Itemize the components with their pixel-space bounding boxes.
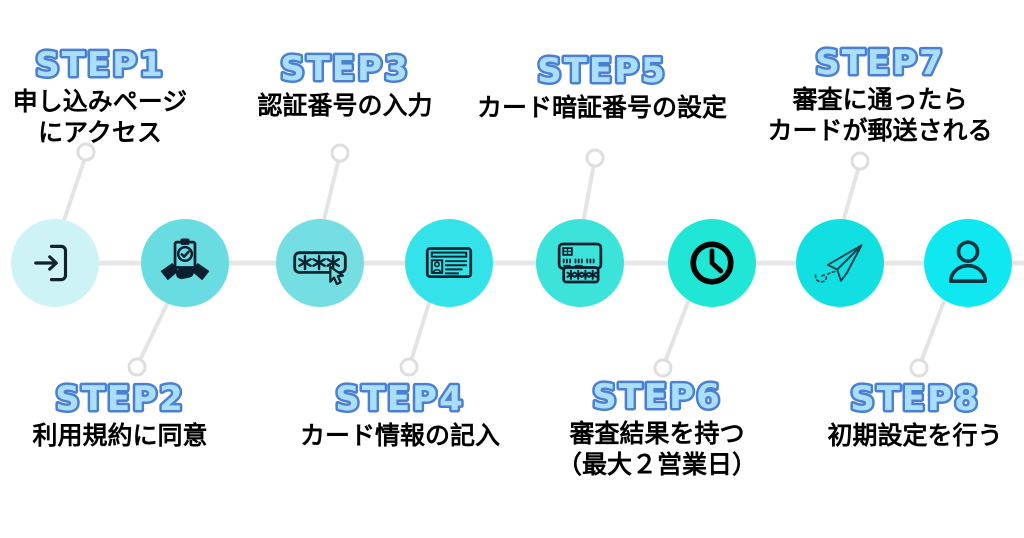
step-4-label: STEP4 bbox=[333, 377, 465, 421]
svg-text:STEP6: STEP6 bbox=[592, 377, 721, 417]
step-1-text-line2: にアクセス bbox=[38, 118, 162, 147]
paper-plane-icon bbox=[814, 244, 863, 283]
step-7-caption-block: STEP7 審査に通ったら カードが郵送される bbox=[750, 38, 1010, 146]
svg-text:STEP8: STEP8 bbox=[850, 379, 979, 419]
login-arrow-icon bbox=[34, 244, 68, 282]
step-1-caption-block: STEP1 申し込みページ にアクセス bbox=[0, 40, 230, 148]
handshake-agreement-icon bbox=[160, 238, 210, 281]
connector-node bbox=[76, 142, 96, 162]
svg-text:STEP7: STEP7 bbox=[815, 43, 944, 83]
step-3-text-line1: 認証番号の入力 bbox=[257, 91, 433, 120]
step-2-caption-block: STEP2 利用規約に同意 bbox=[0, 374, 250, 451]
card-pin-icon bbox=[557, 242, 603, 284]
step-4-text-line1: カード情報の記入 bbox=[299, 421, 500, 450]
connector-node bbox=[850, 151, 870, 171]
step-8-label: STEP8 bbox=[848, 377, 980, 421]
connector-node bbox=[653, 358, 673, 378]
connector-line bbox=[137, 297, 172, 363]
connector-node bbox=[330, 143, 350, 163]
connector-line bbox=[581, 163, 596, 224]
step-1-circle bbox=[11, 219, 99, 307]
step-3-circle bbox=[276, 219, 364, 307]
step-6-caption-block: STEP6 審査結果を持つ （最大２営業日） bbox=[527, 372, 787, 480]
connector-line bbox=[321, 157, 341, 225]
step-7-text-line2: カードが郵送される bbox=[767, 116, 993, 145]
step-8-caption-block: STEP8 初期設定を行う bbox=[785, 374, 1024, 451]
svg-text:STEP3: STEP3 bbox=[280, 49, 409, 89]
connector-node bbox=[399, 357, 419, 377]
step-3-caption-block: STEP3 認証番号の入力 bbox=[215, 44, 475, 121]
id-card-icon bbox=[425, 247, 473, 278]
svg-text:STEP4: STEP4 bbox=[335, 379, 464, 419]
step-1-text-line1: 申し込みページ bbox=[12, 87, 188, 116]
svg-text:STEP5: STEP5 bbox=[537, 51, 666, 91]
step-3-label: STEP3 bbox=[278, 47, 410, 91]
step-6-circle bbox=[668, 219, 756, 307]
svg-text:STEP1: STEP1 bbox=[35, 45, 164, 85]
connector-line bbox=[919, 295, 948, 363]
step-5-text-line1: カード暗証番号の設定 bbox=[476, 93, 727, 122]
step-2-circle bbox=[141, 219, 229, 307]
step-6-label: STEP6 bbox=[590, 375, 722, 419]
step-5-circle bbox=[536, 219, 624, 307]
password-input-icon bbox=[293, 251, 347, 286]
step-7-circle bbox=[796, 219, 884, 307]
step-5-label: STEP5 bbox=[535, 49, 667, 93]
connector-node bbox=[909, 358, 929, 378]
step-7-label: STEP7 bbox=[813, 41, 945, 85]
connector-node bbox=[127, 357, 147, 377]
step-1-label: STEP1 bbox=[33, 43, 165, 87]
svg-text:STEP2: STEP2 bbox=[55, 379, 184, 419]
step-6-text-line2: （最大２営業日） bbox=[556, 450, 757, 479]
step-2-label: STEP2 bbox=[53, 377, 185, 421]
connector-line bbox=[841, 165, 861, 223]
step-5-caption-block: STEP5 カード暗証番号の設定 bbox=[472, 46, 732, 123]
step-6-text-line1: 審査結果を持つ bbox=[569, 419, 745, 448]
step-2-text-line1: 利用規約に同意 bbox=[32, 421, 208, 450]
connector-line bbox=[663, 296, 692, 363]
connector-node bbox=[585, 148, 605, 168]
person-icon bbox=[948, 240, 988, 283]
step-8-text-line1: 初期設定を行う bbox=[827, 421, 1003, 450]
step-4-circle bbox=[405, 219, 493, 307]
step-7-text-line1: 審査に通ったら bbox=[792, 85, 968, 114]
clock-icon bbox=[690, 241, 734, 285]
step-4-caption-block: STEP4 カード情報の記入 bbox=[270, 374, 530, 451]
connector-line bbox=[409, 296, 433, 362]
step-8-circle bbox=[924, 219, 1012, 307]
